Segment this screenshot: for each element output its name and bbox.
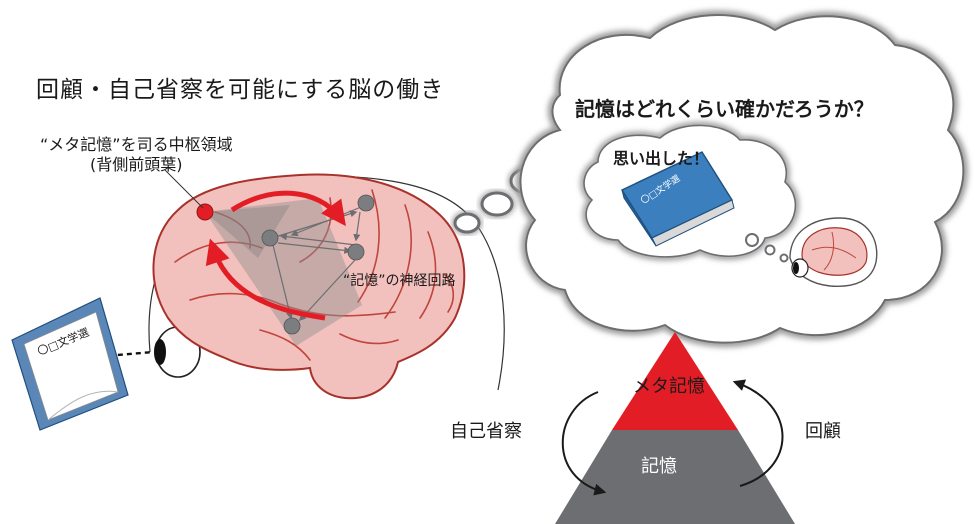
network-node [283, 317, 301, 335]
retrospection-label: 回顧 [805, 421, 841, 442]
network-node [347, 243, 365, 261]
network-node [357, 194, 375, 212]
monkey-head-icon [789, 217, 878, 287]
memory-pyramid [555, 332, 795, 524]
self-reflection-label: 自己省察 [450, 421, 522, 442]
meta-memory-area-label-line1: “メタ記憶”を司る中枢領域 [40, 135, 233, 154]
brain-illustration [152, 173, 466, 400]
inner-thought-trail [745, 233, 789, 263]
loop-arrow-top [230, 190, 346, 227]
memory-circuit-label: “記憶”の神経回路 [343, 273, 456, 289]
self-reflection-arrow [561, 391, 607, 496]
retrospection-arrow [732, 379, 784, 487]
book-left-icon [11, 297, 129, 431]
meta-memory-area-label: “メタ記憶”を司る中枢領域 (背側前頭葉) [40, 135, 233, 175]
meta-memory-area-label-line2: (背側前頭葉) [90, 155, 183, 174]
pyramid-top-meta-memory [612, 332, 738, 430]
thought-question: 記憶はどれくらい確かだろうか？ [575, 97, 874, 121]
loop-arrow-bottom [205, 238, 326, 321]
meta-memory-node [196, 203, 214, 221]
pyramid-bottom-label: 記憶 [641, 456, 677, 477]
page-title: 回顧・自己省察を可能にする脳の働き [36, 77, 445, 103]
network-node [261, 229, 279, 247]
recalled-label: 思い出した！ [613, 149, 710, 168]
leader-line [164, 169, 204, 209]
book-right-icon [620, 151, 735, 247]
pyramid-top-label: メタ記憶 [633, 376, 705, 397]
pyramid-bottom-memory [555, 430, 795, 524]
